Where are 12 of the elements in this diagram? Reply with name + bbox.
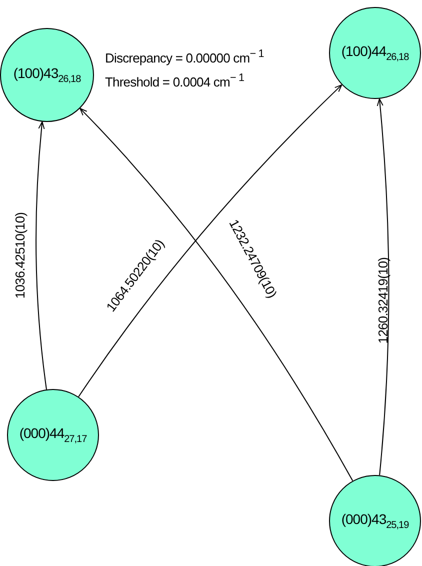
state-label: (000)43$_{25,19}$ (341, 511, 409, 531)
edge-label: 1260.32419(10) (376, 256, 391, 344)
arrow (80, 108, 354, 482)
state-label: (100)43$_{26,18}$ (13, 65, 81, 85)
arrow (78, 84, 342, 398)
arrow (376, 98, 390, 476)
note-text: Threshold = 0.0004 cm$^{− 1}$ (105, 72, 244, 90)
note-text: Discrepancy = 0.00000 cm$^{− 1}$ (105, 48, 264, 66)
state-label: (100)44$_{26,18}$ (341, 43, 409, 63)
state-label: (000)44$_{27,17}$ (19, 425, 87, 445)
arrow (36, 121, 47, 390)
edge-label: 1036.42510(10) (12, 212, 28, 298)
